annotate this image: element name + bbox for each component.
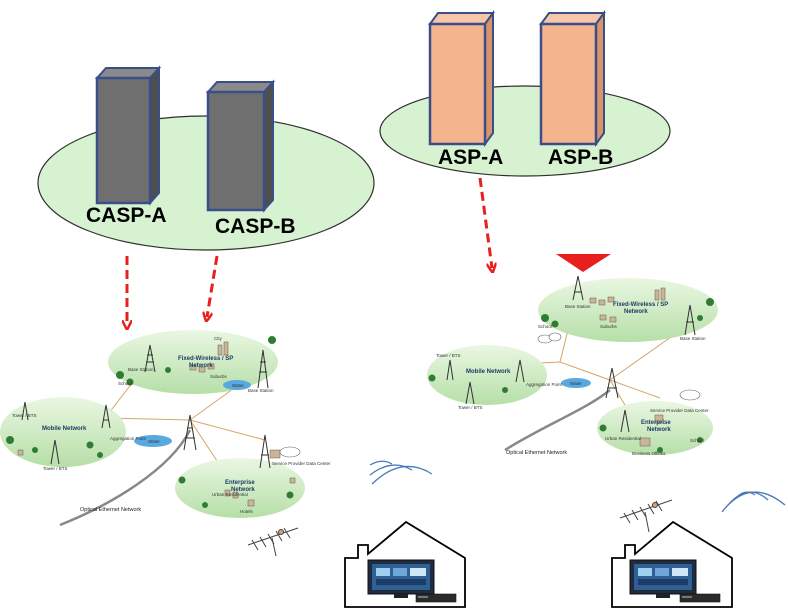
antenna-icon-right xyxy=(619,499,673,533)
casp-group: CASP-A CASP-B xyxy=(37,65,375,251)
tower-bts-label-2: Tower / BTS xyxy=(43,466,68,471)
asp-b-label: ASP-B xyxy=(548,146,613,169)
fixed-wireless-label-r: Fixed-Wireless / SP xyxy=(613,302,668,308)
asp-group: ASP-A ASP-B xyxy=(379,9,671,177)
arrow-casp-b xyxy=(207,255,219,317)
water-label-r: Water xyxy=(570,381,582,386)
fixed-wireless-area-r xyxy=(538,278,718,342)
city-cloud-right xyxy=(537,332,701,401)
water-label: Water xyxy=(148,439,160,444)
hotels-label: Hotels xyxy=(240,509,254,514)
enterprise-label: Enterprise xyxy=(225,480,255,486)
enterprise-area xyxy=(175,458,305,518)
fixed-wireless-label-2: Network xyxy=(189,363,213,369)
mobile-network-label-r: Mobile Network xyxy=(466,369,511,375)
water-pond-r xyxy=(561,378,591,388)
school-label-r: School xyxy=(538,324,552,329)
casp-a-server xyxy=(94,65,162,206)
casp-b-label: CASP-B xyxy=(215,215,296,238)
casp-cloud xyxy=(37,115,375,251)
tower-bts-label-r-2: Tower / BTS xyxy=(458,405,483,410)
arrow-asp-a xyxy=(478,177,492,268)
network-left: Fixed-Wireless / SP Network Mobile Netwo… xyxy=(0,330,331,527)
optical-ethernet-label-r: Optical Ethernet Network xyxy=(506,450,567,456)
service-data-label: Service Provider Data Center xyxy=(272,461,331,466)
water-pond-2 xyxy=(223,380,251,390)
school-label-r-2: School xyxy=(690,438,704,443)
base-station-label-2: Base Station xyxy=(248,388,274,393)
tv-icon-right xyxy=(629,559,697,598)
urban-label: Urban Residential xyxy=(212,492,248,497)
tower-bts-label-r: Tower / BTS xyxy=(436,353,461,358)
asp-cloud xyxy=(379,85,671,177)
city-label: City xyxy=(214,336,222,341)
business-label-r: Business Offices xyxy=(632,451,666,456)
tower-bts-label: Tower / BTS xyxy=(12,413,37,418)
aggregation-label: Aggregation Point xyxy=(110,436,147,441)
mobile-network-area xyxy=(0,397,126,467)
city-cloud-left xyxy=(279,446,301,458)
enterprise-label-r: Enterprise xyxy=(641,420,671,426)
suburbs-label: Suburbs xyxy=(210,374,228,379)
house-left xyxy=(344,520,466,608)
network-right: Fixed-Wireless / SP Network Mobile Netwo… xyxy=(427,275,718,456)
mobile-network-label: Mobile Network xyxy=(42,426,87,432)
asp-a-server xyxy=(428,9,495,148)
signal-waves-left xyxy=(369,460,433,485)
signal-waves-right xyxy=(721,491,786,513)
settop-box-icon-right xyxy=(679,593,721,603)
settop-box-icon xyxy=(415,593,457,603)
water-label-2: Water xyxy=(232,383,244,388)
service-data-label-r: Service Provider Data Center xyxy=(650,408,709,413)
fixed-wireless-area xyxy=(108,330,278,394)
antenna-icon-left xyxy=(247,527,299,557)
optical-ethernet-label: Optical Ethernet Network xyxy=(80,507,141,513)
base-station-label-r: Base Station xyxy=(565,304,591,309)
urban-label-r: Urban Residential xyxy=(605,436,641,441)
enterprise-label-2: Network xyxy=(231,487,255,493)
arrows xyxy=(127,174,611,325)
aggregation-label-r: Aggregation Point xyxy=(526,382,563,387)
base-station-label-r-2: Base Station xyxy=(680,336,706,341)
house-right xyxy=(611,520,733,608)
enterprise-label-r-2: Network xyxy=(647,427,671,433)
water-pond xyxy=(134,435,172,447)
suburbs-label-r: Suburbs xyxy=(600,324,618,329)
fixed-wireless-label-r-2: Network xyxy=(624,309,648,315)
school-label: School xyxy=(118,381,132,386)
casp-a-label: CASP-A xyxy=(86,204,167,227)
arrow-asp-b xyxy=(556,174,611,272)
casp-b-server xyxy=(205,79,276,213)
asp-a-label: ASP-A xyxy=(438,146,503,169)
base-station-label: Base Station xyxy=(128,367,154,372)
tv-icon xyxy=(367,559,435,598)
asp-b-server xyxy=(539,9,606,148)
mobile-network-area-r xyxy=(427,345,547,405)
fixed-wireless-label: Fixed-Wireless / SP xyxy=(178,356,233,362)
